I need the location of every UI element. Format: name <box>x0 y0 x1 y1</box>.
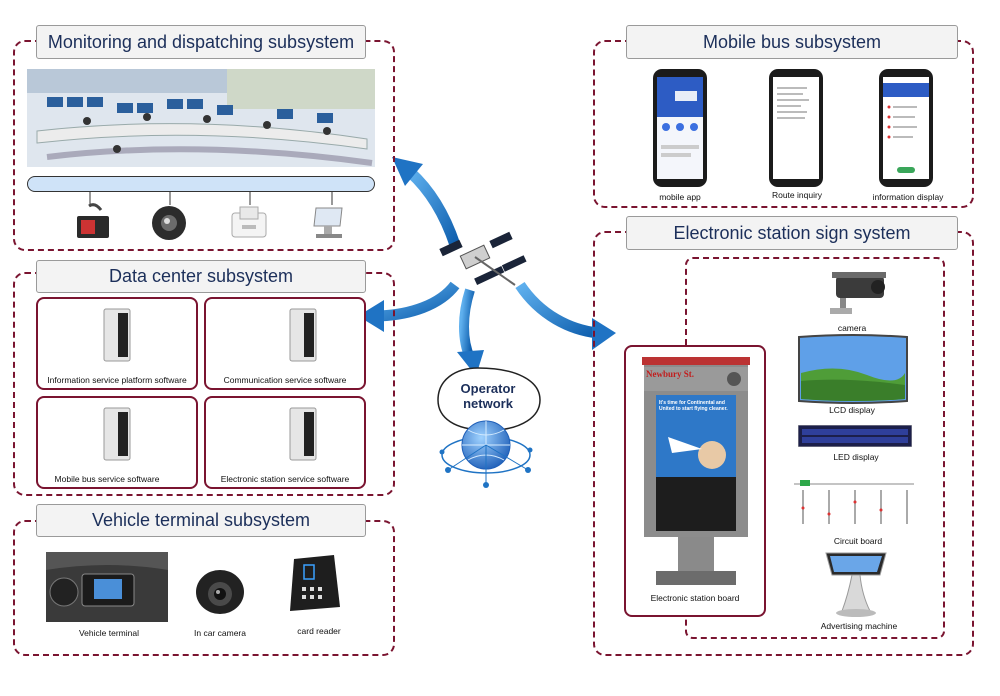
camera-label: camera <box>837 323 867 333</box>
card-3-label: Mobile bus service software <box>54 474 160 484</box>
led-display-image <box>798 425 912 447</box>
server-icon <box>103 407 131 461</box>
arrow-head-data-center <box>358 300 384 332</box>
board-sign-text: Newbury St. <box>646 369 695 379</box>
operator-network-label: Operator network <box>440 381 536 411</box>
control-room-image <box>27 69 375 167</box>
vehicle-terminal-image <box>46 552 168 622</box>
arrow-to-operator <box>459 288 475 361</box>
vehicle-terminal-label: Vehicle terminal <box>78 628 139 638</box>
station-board-label: Electronic station board <box>650 593 740 603</box>
in-car-camera-label: In car camera <box>194 628 246 638</box>
vehicle-terminal-title: Vehicle terminal subsystem <box>36 504 366 537</box>
operator-network-line1: Operator <box>460 381 516 396</box>
lcd-display-image <box>798 334 908 404</box>
globe-icon <box>439 420 533 488</box>
mobile-app-label: mobile app <box>659 192 701 202</box>
information-display-phone <box>879 69 933 187</box>
data-center-title: Data center subsystem <box>36 260 366 293</box>
card-4-label: Electronic station service software <box>220 474 350 484</box>
bus-connectors <box>89 191 333 205</box>
data-center-card-1: Information service platform software <box>36 297 198 390</box>
server-icon <box>103 308 131 362</box>
arrow-head-station-sign <box>592 318 616 350</box>
terminal-device-icon <box>231 206 267 238</box>
arrow-to-station-sign <box>515 281 599 339</box>
route-inquiry-phone <box>769 69 823 187</box>
camera-dome-icon <box>152 206 186 240</box>
mobile-app-phone <box>653 69 707 187</box>
server-icon <box>289 308 317 362</box>
card-2-label: Communication service software <box>223 375 347 385</box>
in-car-camera-icon <box>196 570 244 614</box>
advertising-machine-label: Advertising machine <box>820 621 898 631</box>
circuit-board-image <box>790 470 920 528</box>
card-reader-icon <box>290 555 340 611</box>
arrow-head-monitoring <box>392 157 423 186</box>
circuit-board-label: Circuit board <box>833 536 883 546</box>
card-reader-label: card reader <box>297 626 341 636</box>
data-center-card-4: Electronic station service software <box>204 396 366 489</box>
arrow-to-monitoring <box>406 167 461 247</box>
card-1-label: Information service platform software <box>47 375 187 385</box>
server-icon <box>289 407 317 461</box>
arrow-to-data-center <box>377 281 460 322</box>
station-board-card: Newbury St. It's time for Continental an… <box>624 345 766 617</box>
dispatch-phone-icon <box>77 203 109 238</box>
route-inquiry-label: Route inquiry <box>771 190 823 200</box>
station-board-image <box>642 357 750 585</box>
led-display-label: LED display <box>833 452 879 462</box>
station-sign-title: Electronic station sign system <box>626 216 958 250</box>
camera-icon <box>830 272 886 314</box>
board-poster-text: It's time for Continental and United to … <box>659 400 728 412</box>
satellite-icon <box>439 231 527 286</box>
mobile-bus-title: Mobile bus subsystem <box>626 25 958 59</box>
information-display-label: information display <box>872 192 944 202</box>
data-center-card-2: Communication service software <box>204 297 366 390</box>
monitoring-subsystem-title: Monitoring and dispatching subsystem <box>36 25 366 59</box>
kiosk-screen-icon <box>313 207 343 238</box>
operator-network-line2: network <box>463 396 513 411</box>
advertising-machine-icon <box>825 552 887 617</box>
lcd-display-label: LCD display <box>829 405 875 415</box>
data-center-card-3: Mobile bus service software <box>36 396 198 489</box>
monitoring-bus-bar <box>27 176 375 192</box>
